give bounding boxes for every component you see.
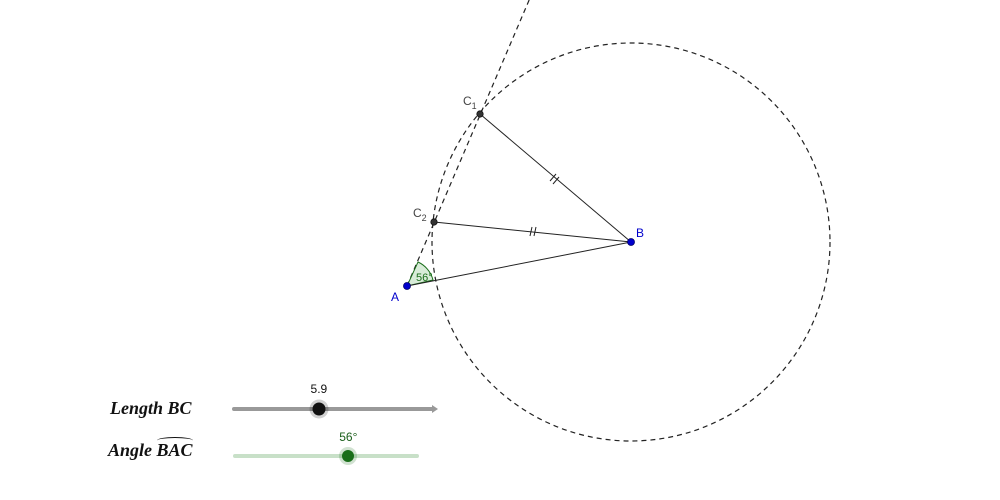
length-slider-value: 5.9 — [310, 382, 328, 396]
label-a: A — [391, 290, 399, 304]
tick-marks-bc2 — [529, 226, 537, 237]
arc-accent: BAC — [156, 437, 193, 460]
length-slider-track[interactable] — [232, 407, 434, 411]
point-c2[interactable] — [430, 218, 438, 226]
label-b: B — [636, 226, 644, 240]
angle-sector — [406, 261, 434, 287]
segment-ab — [406, 241, 632, 287]
dashed-circle — [431, 42, 831, 442]
point-a[interactable] — [403, 282, 411, 290]
label-c1: C1 — [463, 94, 477, 111]
segment-bc1 — [479, 113, 632, 243]
point-b[interactable] — [627, 238, 635, 246]
tick-marks-bc1 — [549, 173, 560, 185]
length-slider-knob[interactable] — [312, 402, 326, 416]
dashed-ray — [406, 0, 530, 287]
label-c2: C2 — [413, 206, 427, 223]
angle-value-label: 56° — [416, 272, 433, 284]
angle-slider-label: Angle BAC — [108, 437, 193, 460]
length-slider-label: Length BC — [110, 398, 192, 418]
angle-slider-track[interactable] — [233, 454, 419, 458]
length-slider-arrow — [432, 405, 438, 413]
point-c1[interactable] — [476, 110, 484, 118]
angle-slider-knob[interactable] — [342, 450, 355, 462]
segment-bc2 — [433, 221, 632, 243]
angle-slider-value: 56° — [339, 430, 358, 444]
